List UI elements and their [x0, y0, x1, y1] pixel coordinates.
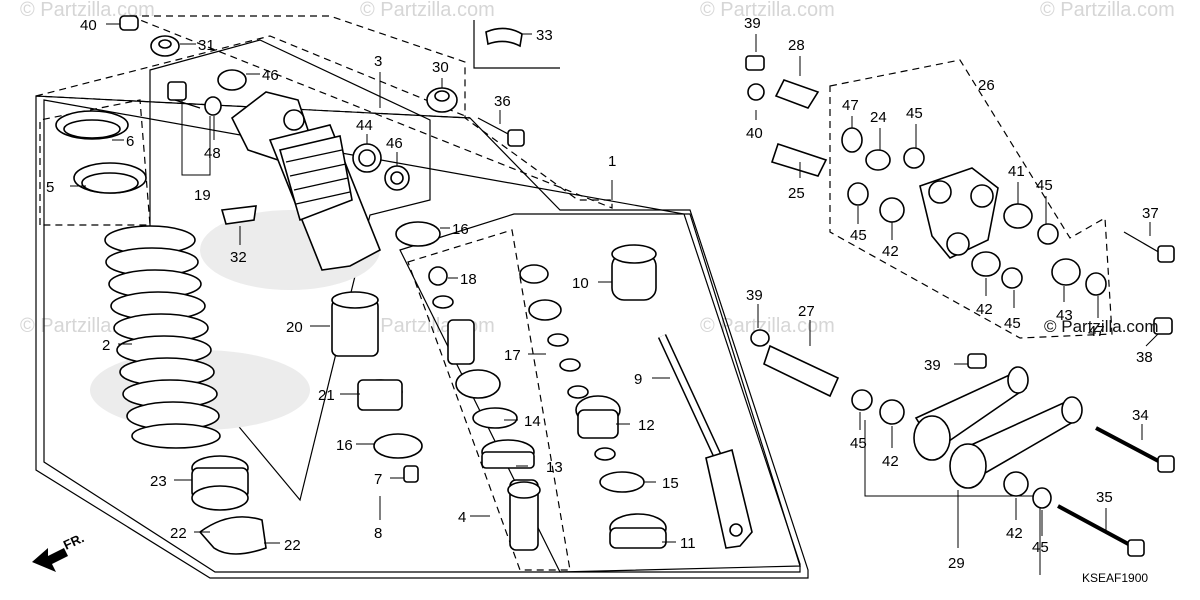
callout-42: 42 — [1006, 525, 1023, 542]
callout-40: 40 — [746, 125, 763, 142]
callout-32: 32 — [230, 249, 247, 266]
callout-42: 42 — [882, 453, 899, 470]
callout-27: 27 — [798, 303, 815, 320]
callout-39: 39 — [744, 15, 761, 32]
watermark: © Partzilla.com — [700, 0, 835, 21]
callout-6: 6 — [126, 133, 134, 150]
callout-41: 41 — [1008, 163, 1025, 180]
diagram-code: KSEAF1900 — [1082, 571, 1148, 585]
callout-46: 46 — [262, 67, 279, 84]
callout-30: 30 — [432, 59, 449, 76]
callout-42: 42 — [882, 243, 899, 260]
shock-spring — [104, 225, 221, 449]
callout-5: 5 — [46, 179, 54, 196]
valve-stack — [428, 266, 541, 551]
callout-26: 26 — [978, 77, 995, 94]
callout-labels: 40 31 6 5 2 23 22 22 46 48 19 32 3 30 44… — [46, 15, 1159, 572]
callout-4: 4 — [458, 509, 466, 526]
callout-38: 38 — [1136, 349, 1153, 366]
callout-11: 11 — [680, 535, 696, 552]
callout-45: 45 — [1032, 539, 1049, 556]
front-direction-indicator: FR. — [32, 530, 86, 572]
callout-33: 33 — [536, 27, 553, 44]
callout-39: 39 — [924, 357, 941, 374]
callout-45: 45 — [1004, 315, 1021, 332]
top-nut-and-bush — [119, 15, 180, 57]
callout-12: 12 — [638, 417, 655, 434]
callout-28: 28 — [788, 37, 805, 54]
callout-24: 24 — [870, 109, 887, 126]
piston-rod — [657, 334, 753, 549]
callout-7: 7 — [374, 471, 382, 488]
callout-42: 42 — [976, 301, 993, 318]
watermark: © Partzilla.com — [360, 0, 495, 21]
washer-column — [519, 264, 589, 399]
callout-45: 45 — [850, 227, 867, 244]
callout-37: 37 — [1142, 205, 1159, 222]
callout-16: 16 — [336, 437, 353, 454]
callout-31: 31 — [198, 37, 215, 54]
callout-9: 9 — [634, 371, 642, 388]
callout-10: 10 — [572, 275, 589, 292]
callout-36: 36 — [494, 93, 511, 110]
damper-lower-parts — [191, 221, 441, 555]
watermark: © Partzilla.com — [700, 315, 835, 337]
callout-25: 25 — [788, 185, 805, 202]
callout-23: 23 — [150, 473, 167, 490]
leader-lines — [70, 23, 1159, 548]
callout-47: 47 — [1088, 323, 1105, 340]
lock-rings — [55, 110, 147, 194]
callout-29: 29 — [948, 555, 965, 572]
callout-18: 18 — [460, 271, 477, 288]
callout-3: 3 — [374, 53, 382, 70]
callout-17: 17 — [504, 347, 521, 364]
callout-14: 14 — [524, 413, 541, 430]
callout-19: 19 — [194, 187, 211, 204]
callout-2: 2 — [102, 337, 110, 354]
hardware-upper-right — [477, 55, 1175, 335]
callout-45: 45 — [850, 435, 867, 452]
site-watermark: © Partzilla.com — [1044, 317, 1159, 336]
callout-34: 34 — [1132, 407, 1149, 424]
callout-39: 39 — [746, 287, 763, 304]
callout-20: 20 — [286, 319, 303, 336]
callout-16: 16 — [452, 221, 469, 238]
upper-bearings — [352, 27, 523, 191]
callout-47: 47 — [842, 97, 859, 114]
watermark: © Partzilla.com — [1040, 0, 1175, 21]
bump-stop-parts — [575, 244, 667, 549]
callout-45: 45 — [1036, 177, 1053, 194]
callout-35: 35 — [1096, 489, 1113, 506]
connecting-rod — [750, 329, 1175, 557]
callout-45: 45 — [906, 105, 923, 122]
arrow-icon — [32, 548, 68, 572]
watermark: © Partzilla.com — [20, 0, 155, 21]
callout-44: 44 — [356, 117, 373, 134]
callout-1: 1 — [608, 153, 616, 170]
callout-22: 22 — [284, 537, 301, 554]
callout-8: 8 — [374, 525, 382, 542]
callout-43: 43 — [1056, 307, 1073, 324]
callout-13: 13 — [546, 459, 563, 476]
cushion-arm — [841, 127, 1107, 296]
callout-21: 21 — [318, 387, 335, 404]
callout-48: 48 — [204, 145, 221, 162]
callout-22: 22 — [170, 525, 187, 542]
damper-body — [167, 69, 382, 271]
callout-46: 46 — [386, 135, 403, 152]
direction-label: FR. — [61, 530, 86, 552]
callout-15: 15 — [662, 475, 679, 492]
callout-40: 40 — [80, 17, 97, 34]
